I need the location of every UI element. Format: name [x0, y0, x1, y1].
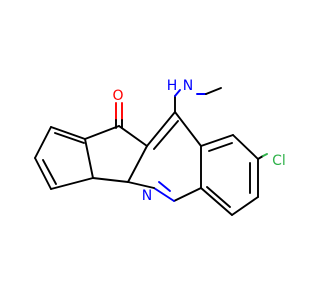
left-ring-inner-bond-1 — [54, 132, 85, 144]
chlorine-atom-label: Cl — [272, 153, 286, 169]
right-ring-bond-4 — [231, 196, 259, 216]
right-ring-inner-bond-1 — [208, 142, 233, 152]
left-ring-bond-4 — [50, 177, 94, 190]
ring-nitrogen-label: N — [142, 188, 152, 204]
five-ring-bond-4 — [92, 177, 129, 183]
amine-nitrogen-label: N — [183, 78, 193, 94]
central-ring-inner-bond-1 — [153, 120, 179, 150]
left-ring-inner-bond-2 — [42, 159, 57, 185]
right-ring-bond-1 — [200, 134, 234, 147]
five-ring-bond-2 — [118, 125, 148, 147]
left-ring-bond-1 — [50, 126, 86, 140]
amine-hydrogen-label: H — [167, 78, 178, 94]
methyl-bond-carbon-side — [205, 87, 222, 95]
central-ring-bond-1 — [146, 111, 176, 147]
molecule-structure-diagram: O H N N Cl — [34, 78, 286, 216]
chlorine-bond-chlorine-side — [262, 153, 268, 157]
right-ring-bond-2 — [232, 134, 259, 160]
central-ring-bond-4 — [173, 187, 202, 202]
left-ring-bond-2 — [34, 126, 52, 159]
central-ring-bond-2 — [174, 111, 202, 147]
right-ring-inner-bond-3 — [206, 186, 231, 208]
molecule-canvas: O H N N Cl — [34, 78, 286, 216]
central-ring-bond-5-nitrogen — [153, 187, 175, 202]
central-ring-bond-6 — [127, 181, 155, 189]
five-ring-bond-5 — [127, 145, 148, 183]
five-ring-bond-3 — [84, 138, 94, 179]
oxygen-atom-label: O — [112, 88, 123, 104]
five-ring-bond-1 — [84, 125, 120, 140]
central-ring-inner-bond-2 — [158, 181, 171, 192]
left-ring-bond-3 — [34, 157, 52, 190]
right-ring-bond-5 — [200, 187, 233, 216]
amine-bond-nitrogen-side — [174, 89, 181, 97]
chlorine-bond-carbon-side — [257, 155, 264, 160]
